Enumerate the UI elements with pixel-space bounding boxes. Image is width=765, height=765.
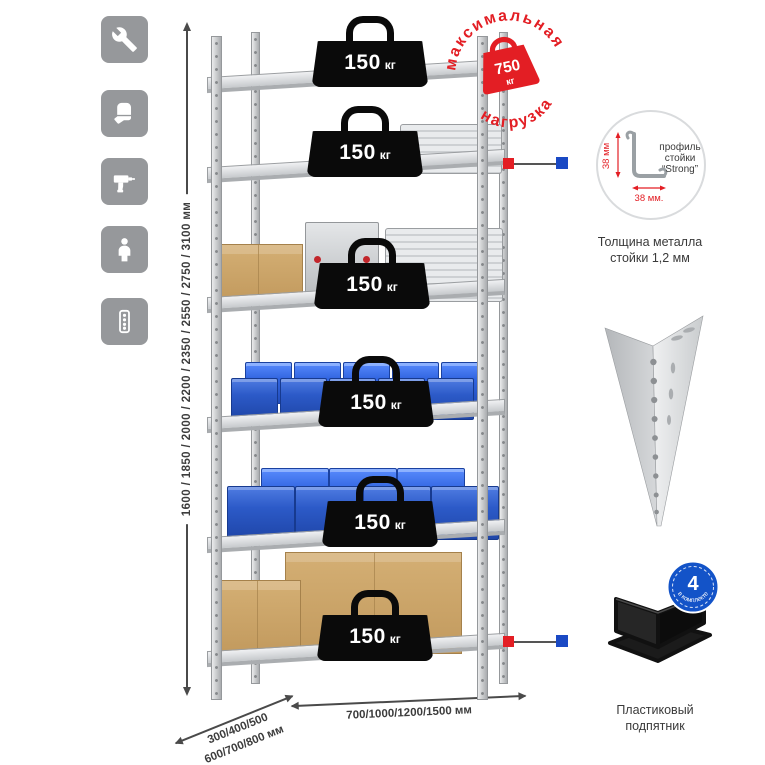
drill-icon	[113, 175, 135, 193]
profile-label-2: стойки	[665, 153, 696, 164]
load-value: 150	[354, 511, 391, 534]
foot-caption: Пластиковый подпятник	[575, 702, 735, 735]
height-dimension: 1600 / 1850 / 2000 / 2200 / 2350 / 2550 …	[178, 22, 196, 696]
included-count-badge: 4 в комплекте	[666, 560, 720, 614]
weight-handle	[346, 16, 394, 41]
weight-handle	[356, 476, 404, 501]
load-unit: кг	[386, 280, 398, 294]
load-unit: кг	[384, 58, 396, 72]
post-profile-diagram: 38 мм 38 мм. профиль стойки “Strong”	[601, 130, 701, 204]
badge-ring	[672, 566, 714, 608]
profile-curl-end	[658, 167, 668, 178]
weight-handle	[351, 590, 399, 615]
profile-hdim-arrow-right	[660, 185, 666, 191]
badge-value: 4	[687, 573, 699, 595]
post-face-right	[652, 315, 704, 527]
post-holes	[650, 358, 659, 515]
profile-curl-top	[625, 130, 636, 140]
profile-vdim-arrow-bottom	[615, 172, 621, 178]
profile-caption: Толщина металла стойки 1,2 мм	[570, 234, 730, 267]
callout-line	[509, 163, 561, 165]
badge-circle	[666, 560, 720, 614]
weight-handle	[352, 356, 400, 381]
load-unit: кг	[390, 398, 402, 412]
load-unit: кг	[389, 632, 401, 646]
profile-label-3: “Strong”	[662, 164, 698, 175]
load-value: 150	[344, 51, 381, 74]
wrench-icon	[112, 27, 137, 52]
gloves-icon	[114, 102, 132, 124]
max-load-stamp: максимальная нагрузка 750 кг	[432, 0, 569, 139]
load-value: 150	[350, 391, 387, 414]
foot-caption-line2: подпятник	[625, 719, 685, 734]
profile-vdim-label: 38 мм	[601, 143, 612, 169]
profile-shape	[632, 132, 666, 178]
perforated-post-image	[604, 315, 704, 527]
feature-tile-person	[101, 226, 148, 273]
foot-caption-line1: Пластиковый	[616, 703, 694, 717]
load-value: 150	[346, 273, 383, 296]
callout-marker-red	[503, 158, 514, 169]
profile-caption-line2: стойки 1,2 мм	[610, 251, 690, 266]
profile-vdim-arrow-top	[615, 132, 621, 138]
load-value: 150	[349, 625, 386, 648]
post-face-left	[604, 327, 658, 527]
load-unit: кг	[394, 518, 406, 532]
person-icon	[118, 238, 131, 262]
depth-dimension: 300/400/500 600/700/800 мм	[175, 695, 305, 765]
post-slots	[667, 327, 695, 425]
profile-label-1: профиль	[659, 141, 700, 153]
load-value: 150	[339, 141, 376, 164]
profile-caption-line1: Толщина металла	[597, 235, 703, 249]
post-profile-callout: 38 мм 38 мм. профиль стойки “Strong”	[596, 110, 706, 220]
stamp-arc-bottom: нагрузка	[475, 92, 560, 139]
weight-handle	[341, 106, 389, 131]
feature-tile-gloves	[101, 90, 148, 137]
callout-marker-blue	[556, 635, 568, 647]
feature-tile-drill	[101, 158, 148, 205]
cardboard-box	[213, 580, 301, 654]
callout-line	[509, 641, 561, 643]
perforated-post-icon	[119, 309, 130, 334]
stamp-unit: кг	[505, 75, 516, 87]
callout-marker-blue	[556, 157, 568, 169]
height-dimension-label: 1600 / 1850 / 2000 / 2200 / 2350 / 2550 …	[180, 193, 194, 525]
load-unit: кг	[379, 148, 391, 162]
profile-hdim-label: 38 мм.	[635, 193, 664, 204]
stamp-arc-bottom-text: нагрузка	[475, 92, 560, 139]
stamp-weight-handle	[489, 37, 518, 53]
stamp-weight-body	[483, 44, 540, 95]
feature-tile-wrench	[101, 16, 148, 63]
callout-marker-red	[503, 636, 514, 647]
rack-post-back-right	[499, 32, 508, 684]
feature-tile-post	[101, 298, 148, 345]
rack-post-front-right	[477, 36, 488, 700]
rack-post-back-left	[251, 32, 260, 684]
weight-handle	[348, 238, 396, 263]
rack-post-front-left	[211, 36, 222, 700]
profile-hdim-arrow-left	[632, 185, 638, 191]
stamp-value: 750	[493, 57, 522, 79]
